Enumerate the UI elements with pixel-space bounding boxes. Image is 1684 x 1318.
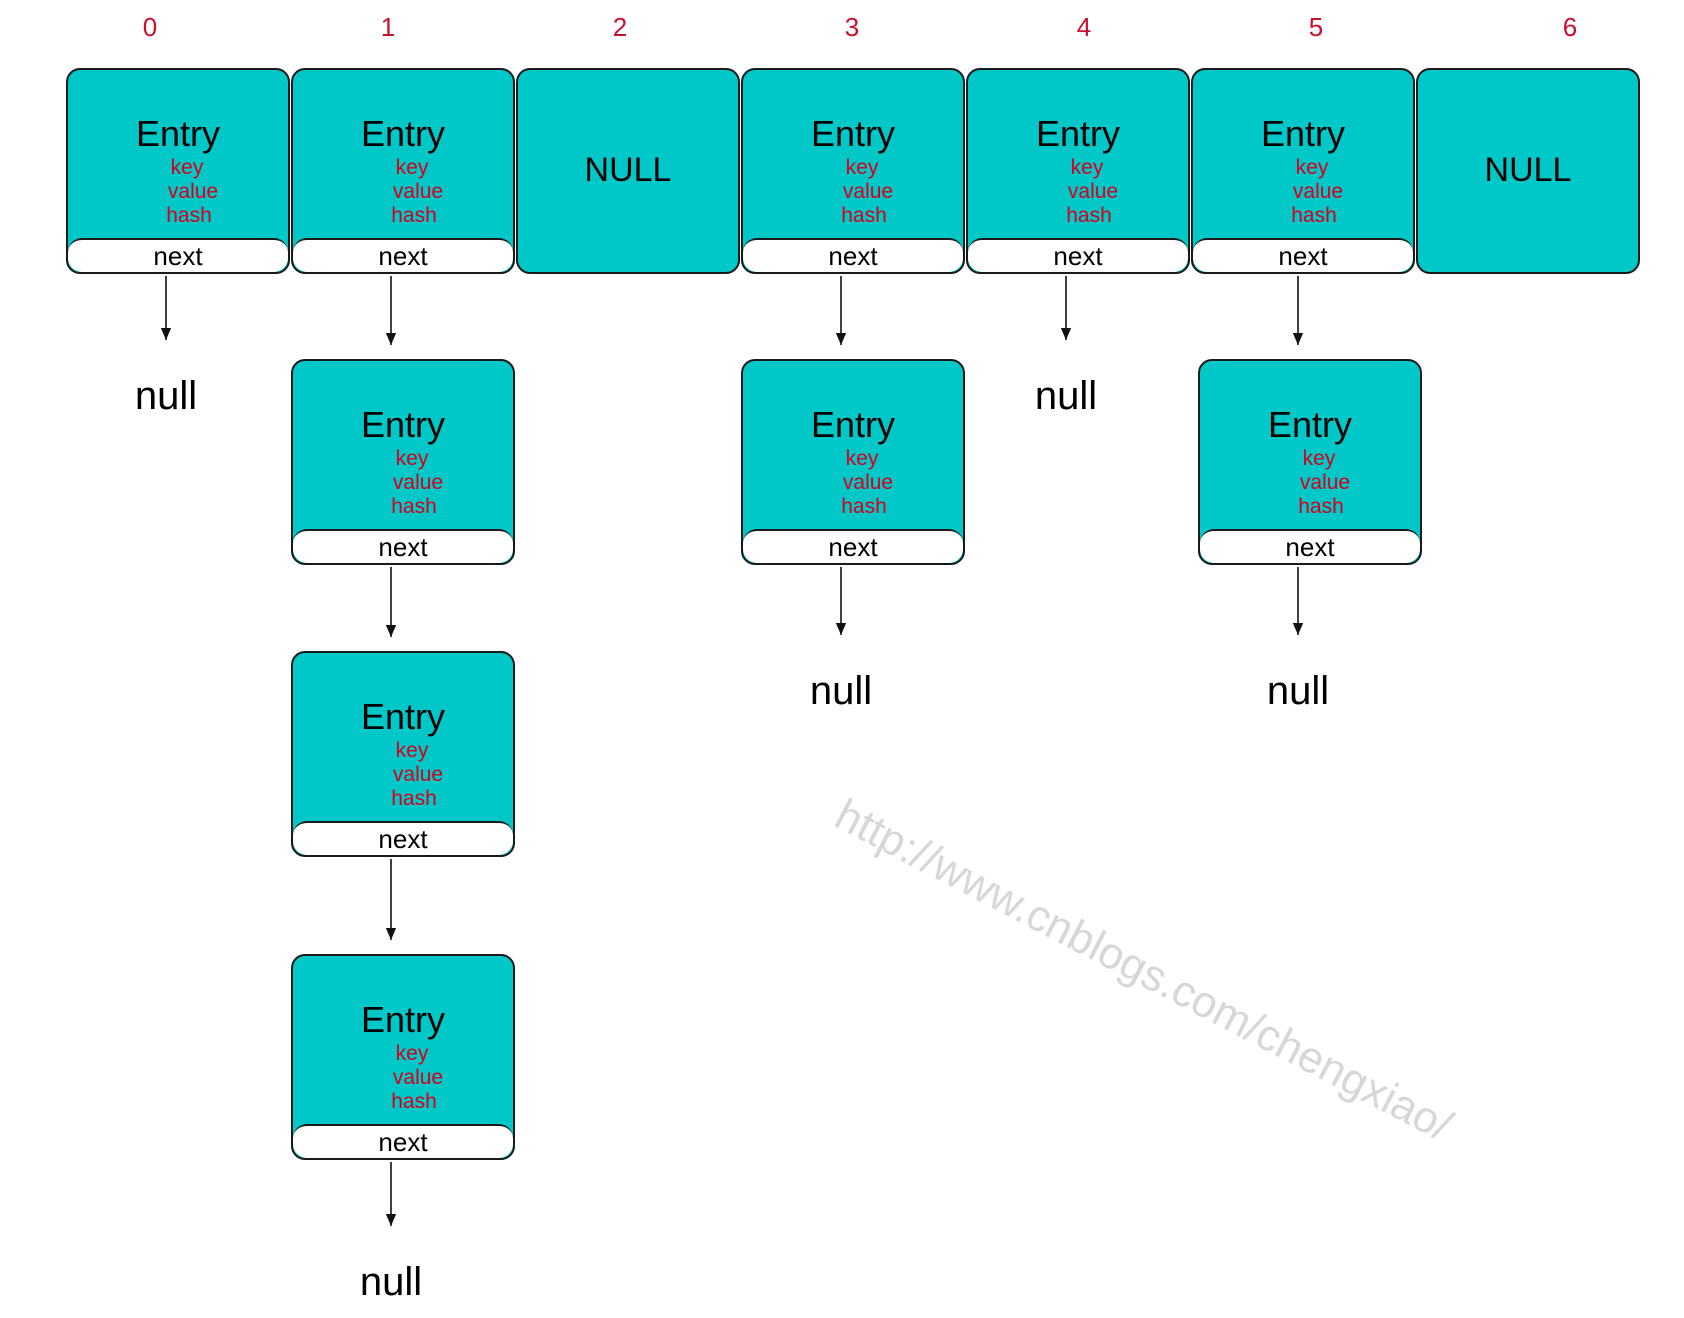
entry-title: Entry (1035, 113, 1121, 154)
entry-field-value: value (392, 763, 444, 786)
null-bucket-label: NULL (1484, 151, 1572, 189)
next-pointer-field: next (68, 238, 288, 272)
entry-title: Entry (1267, 404, 1353, 445)
null-terminator-5: null (1266, 669, 1330, 713)
entry-field-key: key (1302, 447, 1336, 470)
bucket-index-1: 1 (380, 12, 396, 42)
entry-field-key: key (395, 156, 429, 179)
entry-field-key: key (395, 1042, 429, 1065)
entry-field-hash: hash (841, 495, 887, 518)
next-pointer-field: next (293, 529, 513, 563)
entry-field-key: key (395, 447, 429, 470)
entry-title: Entry (360, 696, 446, 737)
next-pointer-field: next (293, 238, 513, 272)
bucket-index-0: 0 (142, 12, 158, 42)
null-bucket-label: NULL (584, 151, 672, 189)
next-pointer-field: next (968, 238, 1188, 272)
entry-field-value: value (1067, 180, 1119, 203)
entry-field-hash: hash (391, 204, 437, 227)
entry-field-key: key (1070, 156, 1104, 179)
entry-field-key: key (170, 156, 204, 179)
entry-field-key: key (845, 447, 879, 470)
bucket-index-5: 5 (1308, 12, 1324, 42)
entry-field-value: value (842, 180, 894, 203)
entry-field-value: value (392, 471, 444, 494)
entry-title: Entry (810, 113, 896, 154)
null-terminator-1: null (359, 1260, 423, 1304)
entry-field-hash: hash (391, 495, 437, 518)
next-pointer-field: next (1193, 238, 1413, 272)
entry-field-hash: hash (1298, 495, 1344, 518)
bucket-index-3: 3 (844, 12, 860, 42)
next-pointer-field: next (293, 821, 513, 855)
entry-title: Entry (135, 113, 221, 154)
next-pointer-field: next (743, 529, 963, 563)
entry-title: Entry (1260, 113, 1346, 154)
bucket-index-2: 2 (612, 12, 628, 42)
entry-field-value: value (167, 180, 219, 203)
next-pointer-field: next (1200, 529, 1420, 563)
entry-field-value: value (1299, 471, 1351, 494)
bucket-empty-2: NULL (516, 68, 740, 274)
entry-field-key: key (845, 156, 879, 179)
null-terminator-0: null (134, 374, 198, 418)
null-terminator-3: null (809, 669, 873, 713)
entry-field-hash: hash (391, 787, 437, 810)
entry-title: Entry (360, 999, 446, 1040)
entry-field-hash: hash (1066, 204, 1112, 227)
entry-field-key: key (395, 739, 429, 762)
entry-field-hash: hash (166, 204, 212, 227)
entry-field-value: value (1292, 180, 1344, 203)
entry-title: Entry (810, 404, 896, 445)
entry-title: Entry (360, 404, 446, 445)
entry-field-hash: hash (841, 204, 887, 227)
next-pointer-field: next (743, 238, 963, 272)
entry-field-hash: hash (391, 1090, 437, 1113)
next-pointer-field: next (293, 1124, 513, 1158)
entry-field-hash: hash (1291, 204, 1337, 227)
entry-field-key: key (1295, 156, 1329, 179)
entry-field-value: value (392, 1066, 444, 1089)
entry-field-value: value (392, 180, 444, 203)
bucket-empty-6: NULL (1416, 68, 1640, 274)
null-terminator-4: null (1034, 374, 1098, 418)
bucket-index-6: 6 (1562, 12, 1578, 42)
entry-field-value: value (842, 471, 894, 494)
bucket-index-4: 4 (1076, 12, 1092, 42)
entry-title: Entry (360, 113, 446, 154)
